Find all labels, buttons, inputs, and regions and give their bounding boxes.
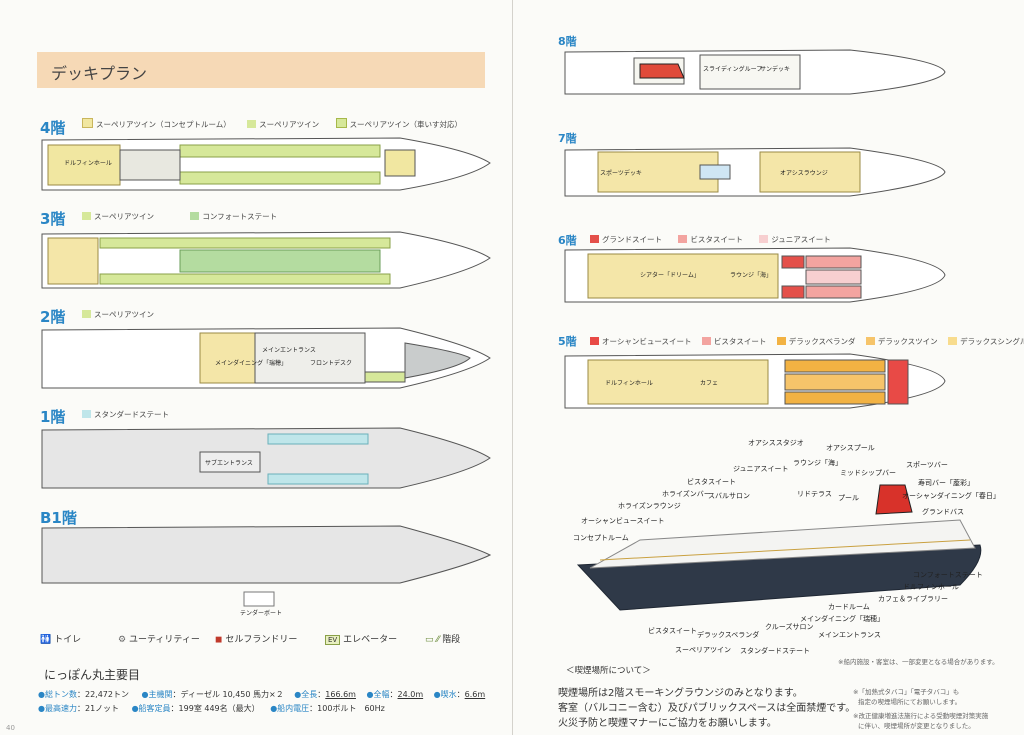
callout-top-16: コンセプトルーム	[573, 534, 629, 542]
smoking-line-3: 火災予防と喫煙マナーにご協力をお願いします。	[558, 718, 777, 729]
legend-deck-5: オーシャンビュースイート ビスタスイート デラックスベランダ デラックスツイン …	[590, 336, 1024, 347]
floor-2-heading: 2階	[40, 308, 66, 326]
callout-top-0: オアシススタジオ	[748, 439, 804, 447]
deck7-sports-label: スポーツデッキ	[600, 170, 642, 177]
page-title: デッキプラン	[51, 64, 148, 83]
deck2-entrance-label: メインエントランス	[262, 347, 316, 354]
floor-8-heading: 8階	[558, 35, 577, 48]
callout-top-5: ビスタスイート	[687, 478, 736, 486]
note-line-3: ※改正健康増進法施行による受動喫煙対策実施	[853, 712, 989, 720]
specs-row-1: ●総トン数：22,472トン ●主機関：ディーゼル 10,450 馬力×２ ●全…	[38, 690, 486, 699]
callout-top-1: オアシスプール	[826, 444, 875, 452]
callout-top-10: プール	[838, 494, 859, 502]
specs-row-2: ●最高速力：21ノット ●船客定員：199室 449名（最大） ●船内電圧：10…	[38, 704, 385, 713]
callout-top-12: ホライズンラウンジ	[618, 502, 681, 510]
floor-5-heading: 5階	[558, 335, 577, 348]
specs-title: にっぽん丸主要目	[44, 668, 141, 682]
deck8-sundeck-label: サンデッキ	[760, 66, 791, 73]
deck-plan-title-band: デッキプラン	[37, 52, 485, 88]
callout-bottom-9: スタンダードステート	[740, 647, 810, 655]
smoking-heading: ＜喫煙場所について＞	[566, 666, 651, 676]
floor-1-heading: 1階	[40, 408, 66, 426]
deck7-lounge-label: オアシスラウンジ	[780, 170, 828, 177]
callout-top-15: オーシャンビュースイート	[581, 517, 665, 525]
callout-bottom-5: クルーズサロン	[765, 623, 814, 631]
callout-top-9: リドテラス	[797, 490, 832, 498]
note-line-4: に伴い、喫煙場所が変更となりました。	[858, 722, 975, 730]
callout-bottom-2: カフェ＆ライブラリー	[878, 595, 948, 603]
laundry-icon: ◼	[215, 635, 223, 645]
deck1-entrance-label: サブエントランス	[205, 460, 253, 467]
callout-top-7: ホライズンバー	[662, 490, 711, 498]
legend-laundry: ◼ セルフランドリー	[215, 635, 298, 645]
floor-7-heading: 7階	[558, 132, 577, 145]
callout-top-6: スポーツバー	[906, 461, 948, 469]
legend-deck-2: スーペリアツイン	[82, 309, 168, 320]
deck-b1-tender-label: テンダーボート	[240, 610, 283, 617]
legend-deck-3: スーペリアツイン コンフォートステート	[82, 211, 291, 222]
callout-top-4: ミッドシップバー	[840, 469, 896, 477]
deck-b1-hull	[41, 525, 492, 584]
callout-bottom-7: ビスタスイート	[648, 627, 697, 635]
legend-deck-4: スーペリアツイン（コンセプトルーム） スーペリアツイン スーペリアツイン（車いす…	[82, 118, 476, 130]
callout-top-14: グランドバス	[922, 508, 964, 516]
note-line-1: ※「加熱式タバコ」「電子タバコ」も	[853, 688, 960, 696]
deck8-roof-label: スライディングルーフ	[703, 66, 763, 73]
callout-bottom-6: メインエントランス	[818, 631, 881, 639]
legend-utility: ⚙ ユーティリティー	[118, 635, 200, 645]
callout-top-8: スバルサロン	[708, 492, 750, 500]
elevator-icon: EV	[325, 635, 341, 645]
deck2-dining-label: メインダイニング「瑞穂」	[215, 360, 288, 367]
deck-1-hull	[41, 427, 491, 489]
callout-top-11: 寿司バー「蓙彩」	[918, 479, 974, 487]
floor-3-heading: 3階	[40, 210, 66, 228]
deck4-hall-label: ドルフィンホール	[64, 160, 112, 167]
legend-deck-1: スタンダードステート	[82, 409, 183, 420]
note-line-2: 指定の喫煙場所にてお願いします。	[858, 698, 962, 706]
deck6-lounge-label: ラウンジ「海」	[730, 272, 773, 279]
callout-bottom-3: カードルーム	[828, 603, 870, 611]
page-number: 40	[6, 724, 15, 732]
smoking-line-2: 客室（バルコニー含む）及びパブリックスペースは全面禁煙です。	[558, 703, 856, 714]
toilet-icon: 🚻	[40, 635, 52, 645]
deck2-front-desk-label: フロントデスク	[310, 360, 353, 367]
floor-6-heading: 6階	[558, 234, 577, 247]
callout-bottom-10: スーペリアツイン	[675, 646, 731, 654]
facility-note: ※船内施設・客室は、一部変更となる場合があります。	[838, 658, 999, 666]
deck6-theater-label: シアター「ドリーム」	[640, 272, 700, 279]
legend-deck-6: グランドスイート ビスタスイート ジュニアスイート	[590, 234, 845, 245]
legend-elevator: EV エレベーター	[325, 632, 397, 645]
utility-icon: ⚙	[118, 635, 127, 645]
callout-bottom-1: ドルフィンホール	[903, 583, 959, 591]
callout-top-2: ラウンジ「海」	[793, 459, 842, 467]
callout-top-3: ジュニアスイート	[733, 465, 789, 473]
callout-top-13: オーシャンダイニング「春日」	[902, 492, 1000, 500]
legend-stairs: ▭ ⁄⁄ 階段	[425, 635, 461, 645]
legend-toilet: 🚻 トイレ	[40, 635, 82, 645]
callout-bottom-8: デラックスベランダ	[697, 631, 760, 639]
floor-b1-heading: B1階	[40, 509, 77, 527]
callout-bottom-4: メインダイニング「瑞穂」	[800, 615, 884, 623]
deck5-cafe-label: カフェ	[700, 380, 719, 387]
callout-bottom-0: コンフォートステート	[913, 571, 983, 579]
smoking-line-1: 喫煙場所は2階スモーキングラウンジのみとなります。	[558, 688, 803, 699]
floor-4-heading: 4階	[40, 119, 66, 137]
deck5-hall-label: ドルフィンホール	[605, 380, 653, 387]
stairs-icon: ▭ ⁄⁄	[425, 635, 440, 645]
